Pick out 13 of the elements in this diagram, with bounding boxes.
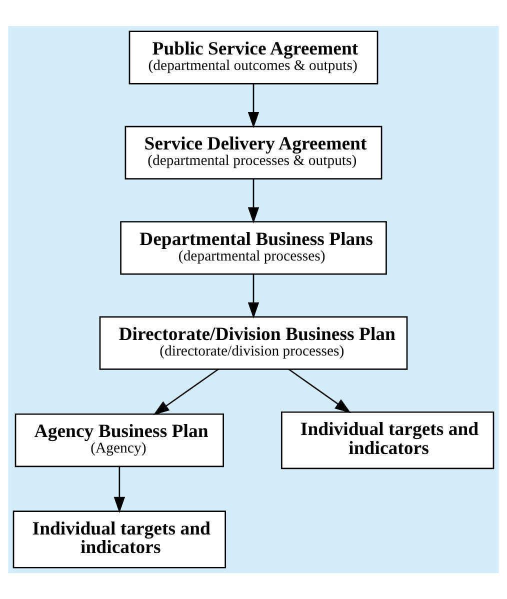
node-box: Public Service Agreement (departmental outcomes & outputs) xyxy=(128,30,378,84)
node-box: Departmental Business Plans (departmental processes) xyxy=(120,221,387,275)
arrow xyxy=(248,84,260,128)
node-box: Service Delivery Agreement (departmental processes & outputs) xyxy=(124,126,382,180)
node-box: Individual targets and indicators xyxy=(12,510,226,568)
arrow xyxy=(248,274,260,319)
arrow xyxy=(288,368,351,414)
node-box: Directorate/Division Business Plan (directorate/division processes) xyxy=(99,316,408,370)
node-box: Individual targets and indicators xyxy=(280,411,494,470)
arrow xyxy=(114,466,126,514)
arrow xyxy=(248,179,260,224)
node-box: Agency Business Plan (Agency) xyxy=(14,413,224,468)
arrow xyxy=(153,368,219,416)
